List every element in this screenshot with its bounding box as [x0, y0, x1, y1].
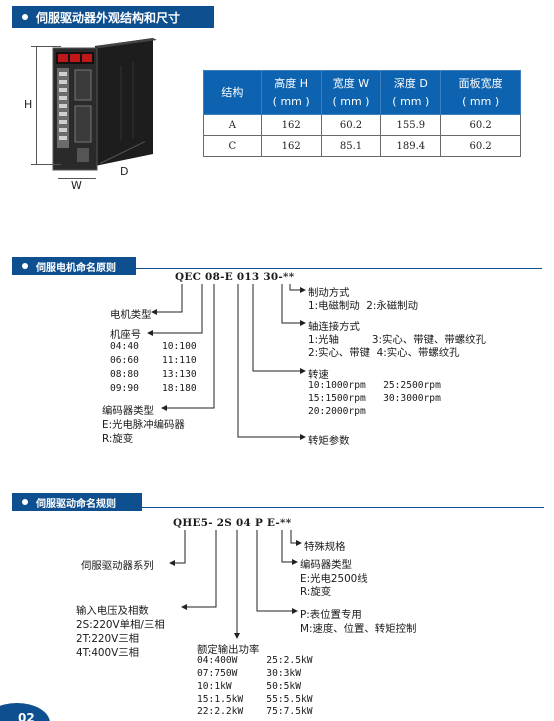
width-dimension-line [58, 178, 96, 179]
dimensions-table: 结构 高度 H( mm ) 宽度 W( mm ) 深度 D( mm ) 面板宽度… [203, 70, 521, 157]
table-cell: 85.1 [320, 135, 382, 157]
bullet-icon [22, 263, 28, 269]
table-cell: 155.9 [380, 114, 442, 136]
driver-power-row: 04:400W 25:2.5kW [197, 655, 313, 666]
connector-motor-encoder [161, 284, 215, 411]
dimension-label-w: W [71, 179, 82, 192]
height-tick-bottom [31, 164, 61, 165]
header-depth: 深度 D( mm ) [380, 70, 442, 115]
servo-driver-image [52, 38, 157, 171]
table-cell: 60.2 [440, 135, 521, 157]
driver-power-row: 10:1kW 50:5kW [197, 681, 301, 692]
motor-speed-row: 15:1500rpm 30:3000rpm [308, 393, 441, 404]
servo-driver-illustration [35, 36, 175, 196]
section-rule [136, 268, 542, 269]
driver-voltage-title: 输入电压及相数 [76, 605, 149, 617]
motor-frame-row: 06:60 11:110 [110, 355, 197, 366]
motor-frame-title: 机座号 [110, 329, 142, 341]
header-width: 宽度 W( mm ) [320, 70, 382, 115]
motor-shaft-title: 轴连接方式 [308, 321, 360, 333]
connector-driver-control [256, 530, 298, 614]
driver-control-line2: M:速度、位置、转矩控制 [300, 623, 417, 635]
driver-voltage-row: 2T:220V三相 [76, 633, 140, 645]
section-header-driver: 伺服驱动命名规则 [12, 493, 142, 511]
driver-encoder-title: 编码器类型 [300, 559, 352, 571]
section-rule [142, 507, 544, 508]
driver-encoder-line2: R:旋变 [300, 586, 332, 598]
dimension-label-h: H [24, 98, 33, 111]
motor-frame-row: 04:40 10:100 [110, 341, 197, 352]
motor-torque-label: 转矩参数 [308, 435, 350, 447]
motor-speed-row: 10:1000rpm 25:2500rpm [308, 380, 441, 391]
motor-shaft-line1: 1:光轴 3:实心、带键、带螺纹孔 [308, 334, 486, 346]
motor-encoder-line1: E:光电脉冲编码器 [102, 419, 185, 431]
connector-driver-voltage [181, 530, 217, 610]
driver-special-label: 特殊规格 [304, 541, 346, 553]
page-number-badge: 02 [0, 703, 50, 721]
motor-speed-row: 20:2000rpm [308, 406, 366, 417]
bullet-icon [22, 499, 28, 505]
table-header-row: 结构 高度 H( mm ) 宽度 W( mm ) 深度 D( mm ) 面板宽度… [203, 70, 521, 115]
dimension-label-d: D [120, 165, 129, 178]
motor-encoder-title: 编码器类型 [102, 405, 154, 417]
connector-motor-frame [147, 284, 203, 336]
connector-driver-encoder [281, 530, 298, 565]
table-cell: 189.4 [380, 135, 442, 157]
table-row: C 162 85.1 189.4 60.2 [203, 135, 521, 157]
connector-motor-speed [252, 284, 306, 374]
motor-model-code: QEC 08-E 013 30-** [175, 271, 295, 283]
connector-driver-special [290, 530, 302, 546]
section-title: 伺服电机命名原则 [36, 262, 116, 274]
section-header-motor: 伺服电机命名原则 [12, 257, 136, 275]
motor-brake-options: 1:电磁制动 2:永磁制动 [308, 300, 418, 312]
driver-power-row: 22:2.2kW 75:7.5kW [197, 706, 313, 717]
height-tick-top [31, 46, 61, 47]
connector-driver-series [169, 530, 186, 566]
connector-motor-shaft [281, 284, 306, 326]
motor-frame-row: 08:80 13:130 [110, 369, 197, 380]
driver-voltage-row: 2S:220V单相/三相 [76, 619, 165, 631]
driver-encoder-line1: E:光电2500线 [300, 573, 368, 585]
header-panel-width: 面板宽度( mm ) [440, 70, 521, 115]
section-header-appearance: 伺服驱动器外观结构和尺寸 [12, 6, 214, 28]
bullet-icon [22, 14, 28, 20]
section-title: 伺服驱动命名规则 [36, 498, 116, 510]
header-height: 高度 H( mm ) [260, 70, 322, 115]
driver-model-code: QHE5- 2S 04 P E-** [173, 517, 292, 529]
motor-shaft-line2: 2:实心、带键 4:实心、带螺纹孔 [308, 347, 460, 359]
connector-motor-torque [237, 284, 306, 440]
driver-power-title: 额定输出功率 [197, 644, 260, 656]
motor-speed-title: 转速 [308, 369, 329, 381]
motor-brake-title: 制动方式 [308, 287, 350, 299]
motor-frame-row: 09:90 18:180 [110, 383, 197, 394]
driver-control-line1: P:表位置专用 [300, 609, 362, 621]
driver-voltage-row: 4T:400V三相 [76, 647, 140, 659]
connector-motor-type [151, 284, 183, 315]
driver-power-row: 15:1.5kW 55:5.5kW [197, 694, 313, 705]
driver-power-row: 07:750W 30:3kW [197, 668, 301, 679]
motor-encoder-line2: R:旋变 [102, 433, 134, 445]
page-number: 02 [18, 711, 35, 721]
section-title: 伺服驱动器外观结构和尺寸 [36, 10, 181, 25]
table-row: A 162 60.2 155.9 60.2 [203, 114, 521, 136]
height-dimension-line [36, 46, 37, 164]
connector-motor-brake [289, 284, 306, 293]
motor-type-label: 电机类型 [110, 309, 152, 321]
header-structure: 结构 [203, 70, 262, 115]
driver-series-label: 伺服驱动器系列 [81, 560, 154, 572]
